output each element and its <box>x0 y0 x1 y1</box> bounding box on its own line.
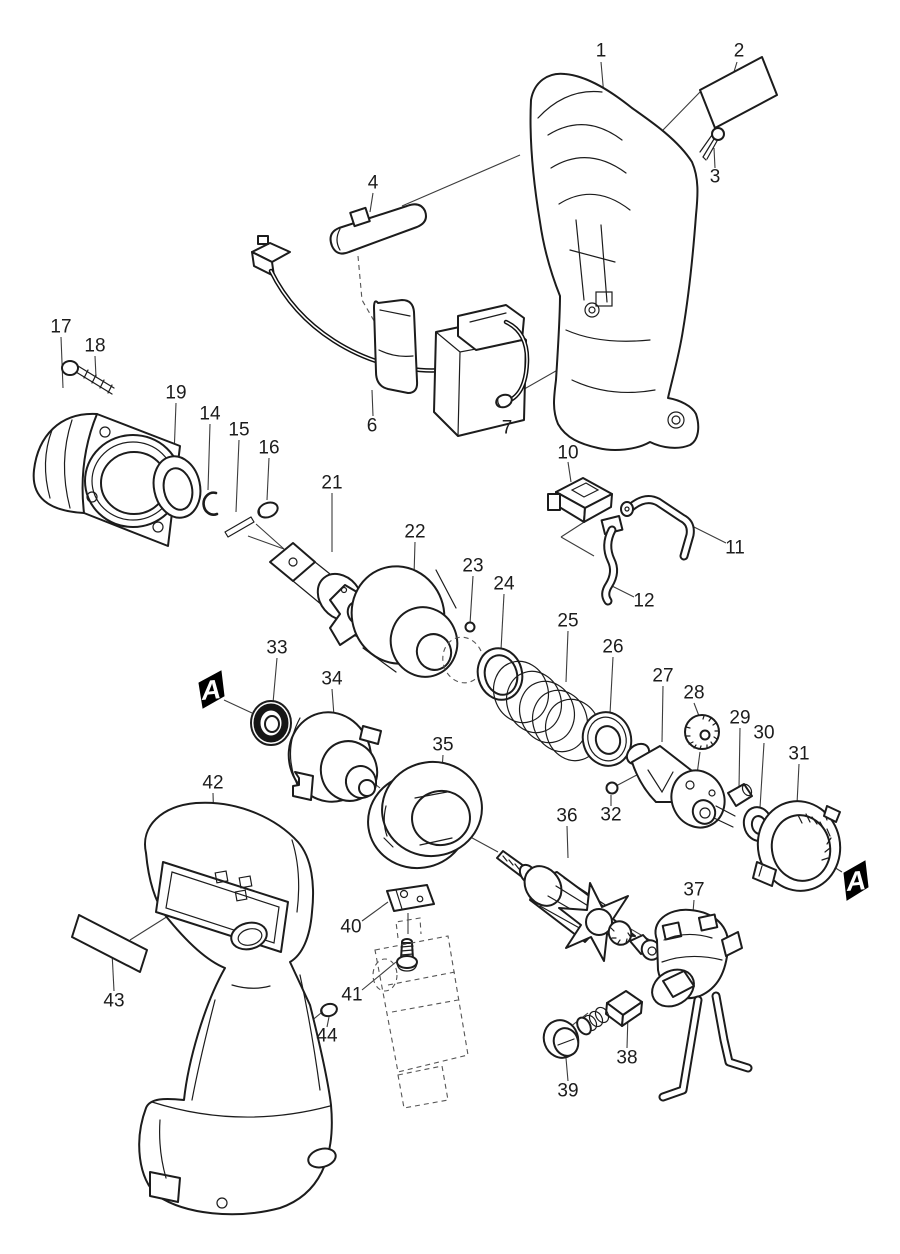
part-callout-38: 38 <box>616 1048 637 1069</box>
pin-29-shape <box>727 783 753 807</box>
steel-ball-shape <box>442 621 484 684</box>
part-callout-25: 25 <box>557 611 578 632</box>
label-plate-shape <box>71 914 148 973</box>
part-callout-34: 34 <box>321 669 343 690</box>
part-callout-41: 41 <box>341 985 362 1006</box>
part-callout-29: 29 <box>729 708 750 729</box>
part-callout-23: 23 <box>462 556 483 577</box>
nameplate-label-shape <box>699 56 778 129</box>
spring-washer-shape <box>581 711 633 767</box>
part-callout-28: 28 <box>683 683 704 704</box>
part-callout-36: 36 <box>556 806 577 827</box>
part-callout-31: 31 <box>788 744 809 765</box>
wire-bracket-shape <box>620 495 695 561</box>
ball-bearing-shape <box>250 700 292 746</box>
part-callout-33: 33 <box>266 638 287 659</box>
hammer-case-cover-shape <box>287 711 382 803</box>
hammer-shape <box>350 565 459 678</box>
spindle-shape <box>625 742 736 829</box>
part-callout-18: 18 <box>84 336 105 357</box>
part-callout-2: 2 <box>734 41 745 62</box>
brush-holder-shape <box>651 908 753 1102</box>
part-callout-12: 12 <box>633 591 654 612</box>
part-callout-14: 14 <box>199 404 221 425</box>
part-callout-22: 22 <box>404 522 425 543</box>
part-callout-43: 43 <box>103 991 124 1012</box>
part-callout-3: 3 <box>710 167 721 188</box>
sleeve-shape <box>257 501 279 519</box>
part-callout-30: 30 <box>753 723 774 744</box>
part-callout-21: 21 <box>321 473 342 494</box>
terminal-plate-shape <box>386 884 435 912</box>
part-callout-6: 6 <box>367 416 378 437</box>
part-callout-32: 32 <box>600 805 621 826</box>
long-screw-shape <box>61 360 115 395</box>
brush-cap-shape <box>542 1019 580 1059</box>
part-callout-27: 27 <box>652 666 673 687</box>
part-callout-19: 19 <box>165 383 186 404</box>
pinion-gear-shape <box>684 714 720 750</box>
part-callout-44: 44 <box>316 1026 338 1047</box>
part-callout-7: 7 <box>502 418 513 439</box>
part-callout-15: 15 <box>228 420 249 441</box>
handle-housing-shape <box>138 801 337 1216</box>
part-callout-40: 40 <box>340 917 361 938</box>
part-callout-17: 17 <box>50 317 71 338</box>
switch-block-shape <box>547 477 613 523</box>
yoke-ring-shape <box>367 760 483 870</box>
steel-ball-32-shape <box>605 781 619 795</box>
ring-gear-shape <box>752 800 842 892</box>
part-callout-11: 11 <box>725 538 745 559</box>
ghost-switch-outline <box>372 917 469 1109</box>
lock-lever-shape <box>600 515 624 606</box>
spring-shape <box>492 660 602 762</box>
view-marker-letter: A <box>844 865 868 897</box>
pin-shape <box>224 516 255 538</box>
housing-screw-shape <box>699 127 725 161</box>
part-callout-24: 24 <box>493 574 515 595</box>
part-callout-1: 1 <box>596 41 607 62</box>
part-callout-42: 42 <box>202 773 223 794</box>
view-marker-a-top: A <box>198 670 225 709</box>
pin-cap-shape <box>495 393 513 409</box>
gear-housing-shape <box>32 412 182 547</box>
terminal-screw-shape <box>396 938 418 972</box>
lock-bar-shape <box>329 203 427 255</box>
part-callout-10: 10 <box>557 443 578 464</box>
carbon-brush-shape <box>576 990 643 1036</box>
armature-shape <box>496 850 662 962</box>
part-callout-26: 26 <box>602 637 623 658</box>
part-callout-39: 39 <box>557 1081 578 1102</box>
part-callout-37: 37 <box>683 880 704 901</box>
flat-washer-shape <box>152 455 202 519</box>
part-callout-16: 16 <box>258 438 279 459</box>
view-marker-a-bottom: A <box>843 860 869 901</box>
view-marker-letter: A <box>199 674 223 706</box>
c-ring-shape <box>202 491 219 516</box>
cap-44-shape <box>320 1002 338 1018</box>
switch-assembly-shape <box>251 235 530 437</box>
part-callout-35: 35 <box>432 735 453 756</box>
part-callout-4: 4 <box>368 173 379 194</box>
rear-housing-shape <box>529 72 700 451</box>
